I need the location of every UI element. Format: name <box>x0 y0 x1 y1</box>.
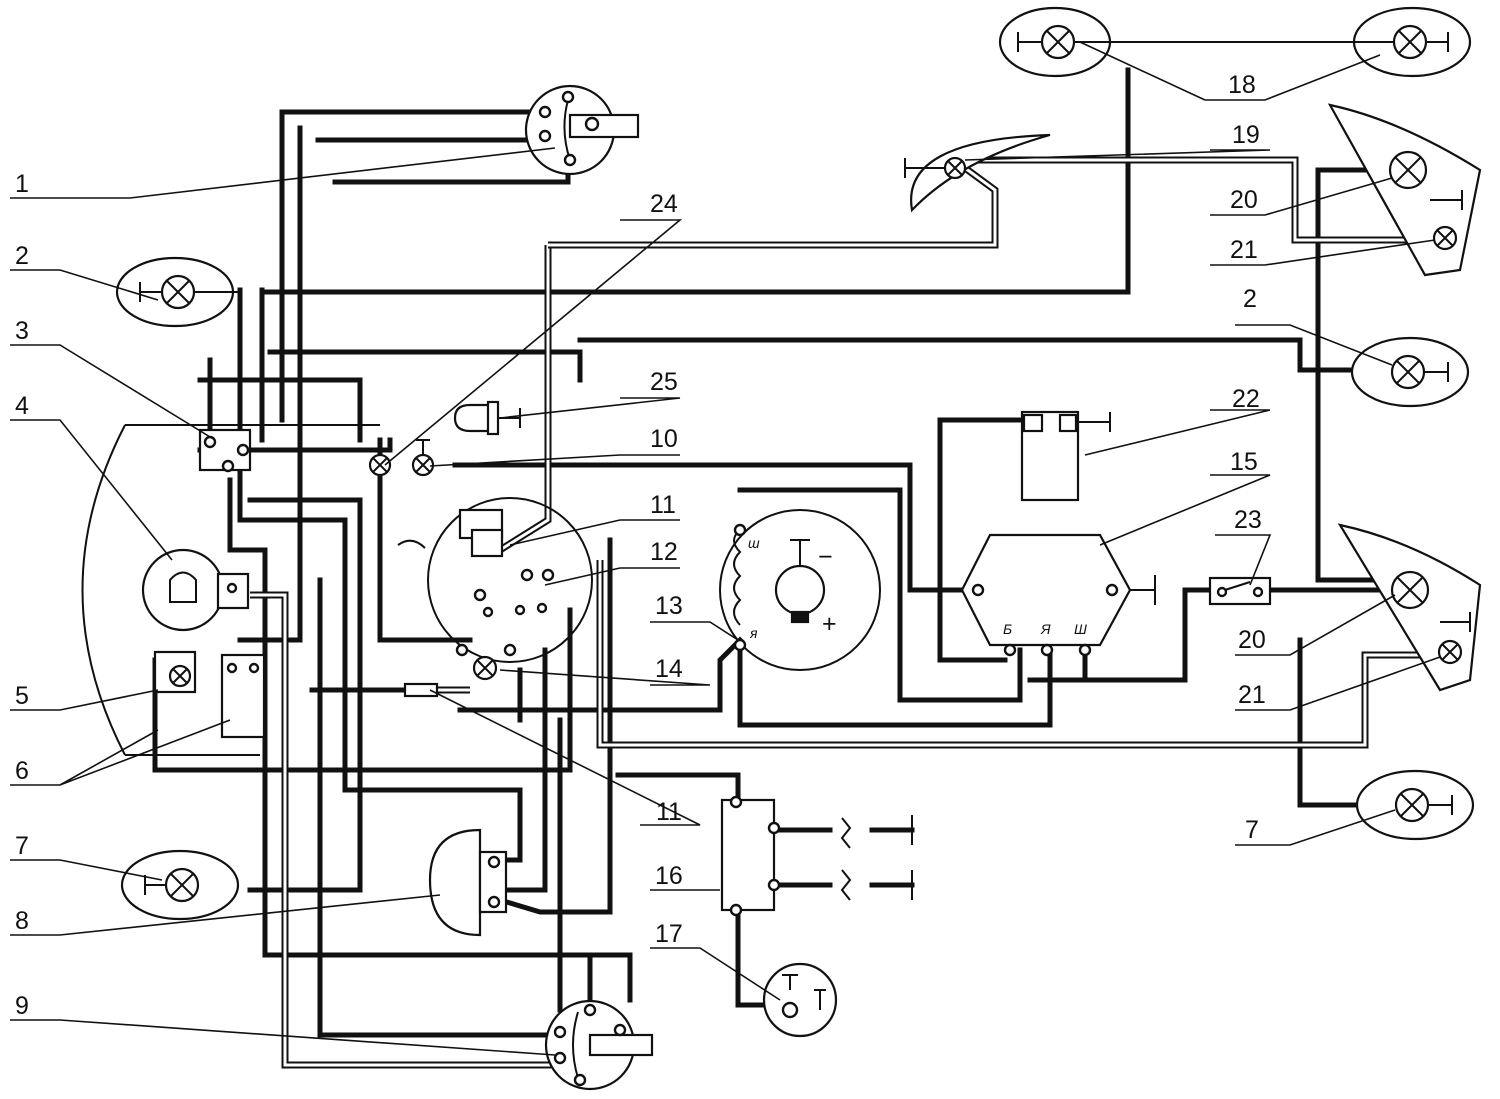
turn-housing-lower <box>1337 523 1482 692</box>
switch-upper <box>524 84 640 176</box>
horn-8 <box>428 828 508 937</box>
label-19: 19 <box>1232 121 1260 149</box>
generator-13: ш я − + <box>719 509 881 671</box>
label-10: 10 <box>650 425 678 453</box>
label-14: 14 <box>655 655 683 683</box>
reg-terminal-sh: Ш <box>1074 621 1087 637</box>
lamp-19 <box>904 133 1051 213</box>
label-8: 8 <box>15 907 29 935</box>
gen-terminal-ya: я <box>749 625 758 641</box>
headlight-4 <box>81 424 380 756</box>
label-13: 13 <box>655 592 683 620</box>
label-7-left: 7 <box>15 832 29 860</box>
label-5: 5 <box>15 682 29 710</box>
label-6: 6 <box>15 757 29 785</box>
indicator-25 <box>453 400 521 436</box>
label-20-top: 20 <box>1230 186 1258 214</box>
fuse-11 <box>403 682 439 698</box>
connector-3 <box>198 428 252 473</box>
ignition-switch <box>397 497 593 681</box>
leader-lines <box>10 41 1441 1056</box>
lamp-7-left <box>120 849 240 921</box>
reg-terminal-ya: Я <box>1040 621 1051 637</box>
switch-23 <box>1208 576 1272 606</box>
switch-6 <box>220 653 266 739</box>
label-22: 22 <box>1232 385 1260 413</box>
label-11-bottom: 11 <box>656 798 682 826</box>
double-wires <box>250 156 1445 1069</box>
label-17: 17 <box>655 920 683 948</box>
coil-16 <box>720 795 913 917</box>
label-1: 1 <box>15 170 29 198</box>
lamp-10 <box>368 439 435 477</box>
label-24: 24 <box>650 190 678 218</box>
label-3: 3 <box>15 317 29 345</box>
label-9: 9 <box>15 992 29 1020</box>
gen-plus: + <box>822 610 837 638</box>
gen-terminal-sh: ш <box>748 535 760 551</box>
lamp-2-right <box>1350 336 1470 408</box>
labels: 1 2 3 4 5 6 7 8 9 10 11 12 13 14 15 11 1… <box>15 71 1266 1020</box>
lamps-18 <box>998 6 1472 78</box>
gen-minus: − <box>818 543 833 571</box>
label-21-bottom: 21 <box>1238 681 1266 709</box>
label-23: 23 <box>1234 506 1262 534</box>
lamp-2-left <box>115 256 240 328</box>
label-11-top: 11 <box>650 491 676 519</box>
label-20-bottom: 20 <box>1238 626 1266 654</box>
label-18: 18 <box>1228 71 1256 99</box>
label-7-right: 7 <box>1245 816 1259 844</box>
reg-terminal-b: Б <box>1003 621 1012 637</box>
label-25: 25 <box>650 368 678 396</box>
label-16: 16 <box>655 862 683 890</box>
label-12: 12 <box>650 538 678 566</box>
switch-lower <box>544 999 654 1091</box>
breaker-17 <box>762 962 838 1038</box>
lamp-5 <box>153 650 197 694</box>
label-2-left: 2 <box>15 242 29 270</box>
lamp-7-right <box>1355 769 1475 841</box>
relay-22 <box>1020 410 1111 502</box>
regulator-15: Б Я Ш <box>960 533 1156 657</box>
label-15: 15 <box>1230 448 1258 476</box>
turn-housing-upper <box>1327 103 1482 277</box>
label-2-right: 2 <box>1243 285 1257 313</box>
label-21-top: 21 <box>1230 236 1258 264</box>
label-4: 4 <box>15 392 29 420</box>
